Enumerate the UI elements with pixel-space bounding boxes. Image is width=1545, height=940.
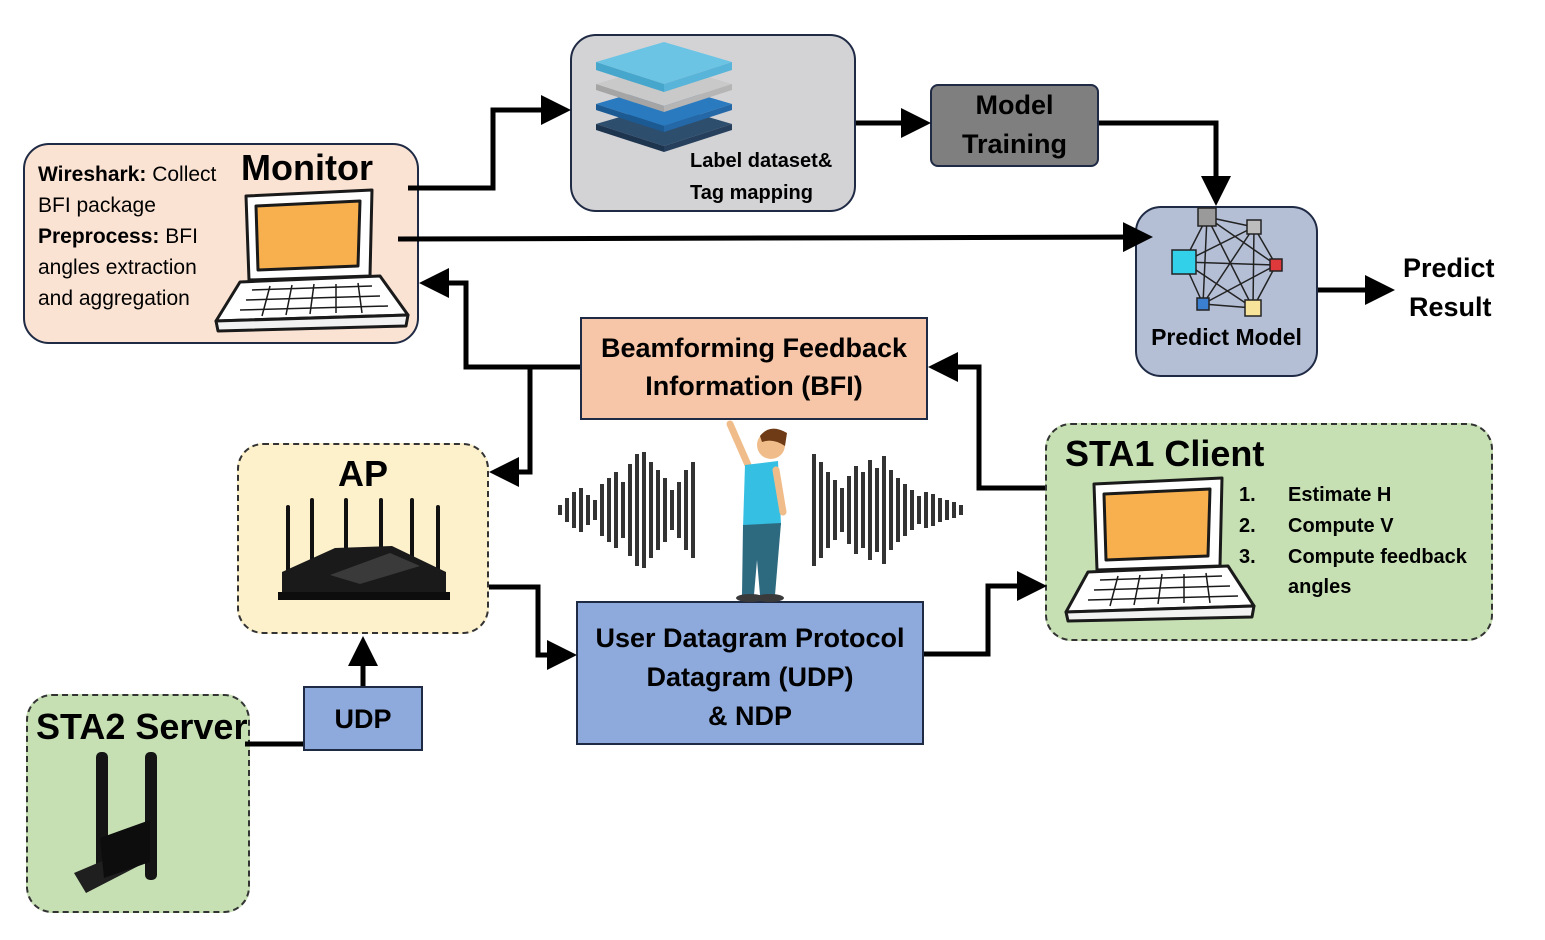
arrow-bfi-to-monitor [419, 268, 580, 370]
dataset-line1: Label dataset& [690, 150, 833, 172]
bfi-line2: Information (BFI) [645, 371, 863, 401]
predict-result-line1: Predict [1403, 253, 1495, 283]
udp-dg-line3: & NDP [707, 701, 792, 731]
dataset-box: Label dataset& Tag mapping [570, 34, 856, 212]
ap-title: AP [337, 453, 388, 494]
wireshark-text-2: BFI package [38, 194, 156, 217]
model-training-box: Model Training [930, 84, 1099, 167]
sta1-step1-text: Estimate H [1288, 484, 1392, 506]
arrow-udp-to-sta1 [924, 571, 1047, 657]
udp-dg-line1: User Datagram Protocol [595, 623, 905, 653]
arrow-training-to-predict [1099, 120, 1231, 206]
wireshark-label: Wireshark: [38, 163, 147, 186]
arrow-ap-to-udp [489, 584, 577, 670]
arrow-sta1-to-bfi [928, 352, 1045, 491]
bfi-box: Beamforming Feedback Information (BFI) [580, 317, 928, 420]
udp-small-box: UDP [303, 686, 423, 751]
sta1-step3-num: 3. [1239, 546, 1256, 568]
sta2-title: STA2 Server [36, 706, 248, 747]
left-sound-wave-icon [558, 452, 695, 568]
preprocess-label: Preprocess: [38, 225, 160, 248]
preprocess-text-2: angles extraction [38, 256, 197, 279]
predict-result-line2: Result [1409, 292, 1492, 322]
arrow-monitor-to-predict [397, 222, 1153, 253]
arrow-bfi-to-ap [489, 367, 533, 487]
arrow-monitor-to-dataset [408, 95, 571, 191]
sta1-step1-num: 1. [1239, 484, 1256, 506]
preprocess-text-3: and aggregation [38, 287, 190, 310]
predict-model-label: Predict Model [1151, 324, 1302, 350]
person-icon [726, 420, 787, 602]
sta1-client-box: STA1 Client 1. Estimate H 2. Compute V 3… [1045, 423, 1493, 641]
sta1-step3-cont: angles [1288, 576, 1352, 598]
monitor-box: Monitor Wireshark: Collect BFI package P… [23, 143, 419, 344]
bfi-line1: Beamforming Feedback [600, 333, 908, 363]
training-line2: Training [961, 129, 1067, 159]
monitor-wireshark-line: Wireshark: Collect [38, 163, 216, 187]
wireshark-text-1: Collect [146, 163, 217, 186]
ap-box: AP [237, 443, 489, 634]
training-line1: Model [975, 90, 1054, 120]
sta1-title: STA1 Client [1065, 433, 1265, 474]
sta1-step2-text: Compute V [1288, 515, 1394, 537]
udp-datagram-box: User Datagram Protocol Datagram (UDP) & … [576, 601, 924, 745]
predict-model-box: Predict Model [1135, 206, 1318, 377]
sta1-step2-num: 2. [1239, 515, 1256, 537]
sta2-server-box: STA2 Server [26, 694, 250, 913]
monitor-preprocess-line: Preprocess: BFI [38, 225, 198, 249]
sta1-step3-text: Compute feedback [1288, 546, 1467, 568]
udp-small-label: UDP [334, 704, 392, 734]
monitor-title: Monitor [241, 147, 373, 188]
udp-dg-line2: Datagram (UDP) [646, 662, 854, 692]
right-sound-wave-icon [812, 454, 963, 566]
preprocess-text-1: BFI [159, 225, 198, 248]
dataset-line2: Tag mapping [690, 182, 813, 204]
